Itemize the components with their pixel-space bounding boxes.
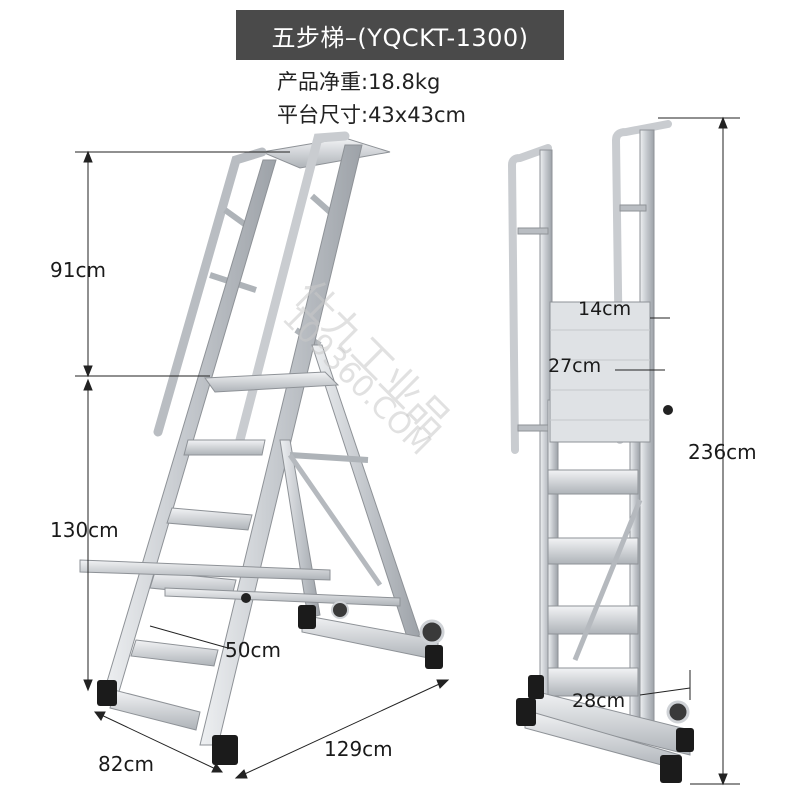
- dim-step-depth: 50cm: [225, 638, 281, 662]
- platform-top: [260, 137, 391, 169]
- right-ladder: [507, 120, 694, 783]
- brace: [310, 193, 332, 215]
- foot: [425, 645, 443, 669]
- step-5: [109, 689, 201, 731]
- spec-weight: 产品净重:18.8kg: [277, 70, 441, 94]
- dimension-lines: [75, 116, 740, 786]
- dim-base-width: 82cm: [98, 752, 154, 776]
- product-title: 五步梯–(YQCKT-1300): [236, 10, 564, 60]
- step-4: [130, 639, 219, 667]
- dim-lower-width: 28cm: [572, 690, 626, 712]
- foot: [212, 735, 238, 765]
- dim-base-length: 129cm: [324, 737, 393, 761]
- foot: [97, 680, 117, 706]
- dim-rail-height: 91cm: [50, 258, 106, 282]
- step-platform: [204, 371, 340, 393]
- back-panel: [549, 301, 651, 443]
- side-bar: [79, 559, 331, 581]
- dim-upper-width: 14cm: [578, 298, 632, 320]
- rear-base-bar: [301, 614, 439, 661]
- step: [547, 537, 639, 565]
- wheel: [331, 601, 349, 619]
- front-stile-left: [102, 159, 277, 696]
- step: [547, 667, 639, 697]
- spec-platform: 平台尺寸:43x43cm: [277, 103, 466, 127]
- wheel: [419, 619, 445, 645]
- right-handrail: [235, 131, 350, 445]
- step: [547, 469, 639, 495]
- dim-platform-height: 130cm: [50, 518, 119, 542]
- dim-mid-width: 27cm: [548, 355, 602, 377]
- dim-total-height: 236cm: [688, 440, 757, 464]
- left-ladder: [79, 131, 445, 765]
- rail-right: [611, 120, 672, 444]
- step-1: [183, 439, 266, 456]
- side-bar-2: [164, 587, 401, 607]
- rail-left: [507, 144, 552, 454]
- left-handrail: [153, 147, 267, 437]
- foot: [298, 605, 316, 629]
- step-2: [166, 507, 253, 531]
